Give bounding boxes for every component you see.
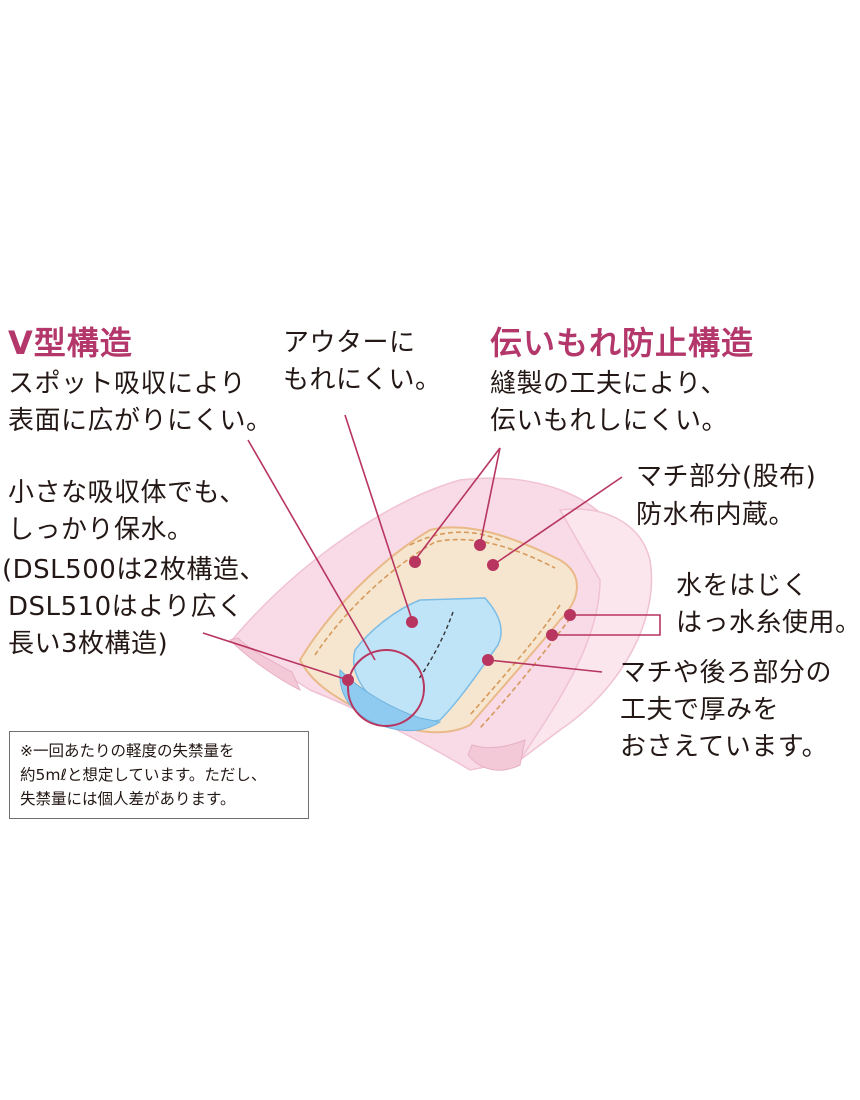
- outer-line-1: アウターに: [283, 328, 416, 358]
- outer-fabric-right: [519, 508, 653, 761]
- dot-leak-1: [409, 556, 421, 568]
- thickness-line-2: 工夫で厚みを: [620, 695, 780, 725]
- footnote-line-1: ※一回あたりの軽度の失禁量を: [20, 742, 235, 760]
- v-structure-line-1: スポット吸収により: [8, 369, 246, 399]
- dot-thickness: [482, 654, 494, 666]
- leader-gusset: [492, 476, 623, 566]
- outer-line-2: もれにくい。: [283, 365, 442, 395]
- v-structure-line-2: 表面に広がりにくい。: [8, 406, 273, 436]
- leak-prevention-heading: 伝いもれ防止構造: [490, 324, 755, 362]
- gusset-stitch-outer: [314, 538, 556, 656]
- dot-outer: [406, 616, 418, 628]
- leak-prevention-line-2: 伝いもれしにくい。: [490, 406, 728, 436]
- dot-water-repellent-2: [546, 629, 558, 641]
- leg-opening-right: [467, 739, 526, 771]
- dot-gusset: [487, 559, 499, 571]
- v-structure-heading: V型構造: [8, 324, 133, 362]
- absorber-line-3: (DSL500は2枚構造、: [2, 555, 266, 585]
- leg-opening-left: [229, 637, 302, 692]
- leak-prevention-line-1: 縫製の工夫により、: [490, 369, 727, 399]
- v-structure-callout-circle: [347, 649, 425, 727]
- leader-absorber: [202, 632, 349, 681]
- water-repellent-line-1: 水をはじく: [676, 571, 809, 601]
- gusset-line-1: マチ部分(股布): [636, 462, 817, 492]
- thickness-line-3: おさえています。: [620, 732, 829, 762]
- gusset-line-2: 防水布内蔵。: [636, 500, 796, 530]
- leader-v-structure: [247, 439, 376, 661]
- dot-absorber: [342, 674, 354, 686]
- absorber-line-1: 小さな吸収体でも、: [8, 478, 246, 508]
- absorber-center-seam: [417, 611, 454, 681]
- leader-leak-1: [414, 447, 501, 561]
- gusset-stitch-right: [469, 604, 561, 716]
- footnote-line-2: 約5mℓと想定しています。ただし、: [20, 766, 267, 784]
- leader-water-repellent: [552, 614, 661, 636]
- absorber-line-2: しっかり保水。: [8, 515, 194, 545]
- leader-thickness: [487, 659, 603, 673]
- dot-water-repellent-1: [564, 609, 576, 621]
- leader-outer: [344, 414, 413, 621]
- water-repellent-line-2: はっ水糸使用。: [676, 608, 860, 638]
- dot-leak-2: [474, 539, 486, 551]
- gusset-stitch-inner: [409, 531, 501, 546]
- gusset-stitch-right-outer: [479, 611, 576, 729]
- footnote-box: ※一回あたりの軽度の失禁量を 約5mℓと想定しています。ただし、 失禁量には個人…: [9, 731, 309, 819]
- thickness-line-1: マチや後ろ部分の: [620, 658, 833, 688]
- absorber-line-4: DSL510はより広く: [8, 592, 244, 622]
- leader-leak-2: [479, 447, 501, 546]
- footnote-line-3: 失禁量には個人差があります。: [20, 790, 236, 808]
- absorber-pad-shadow: [339, 668, 442, 732]
- absorber-line-5: 長い3枚構造): [8, 629, 169, 659]
